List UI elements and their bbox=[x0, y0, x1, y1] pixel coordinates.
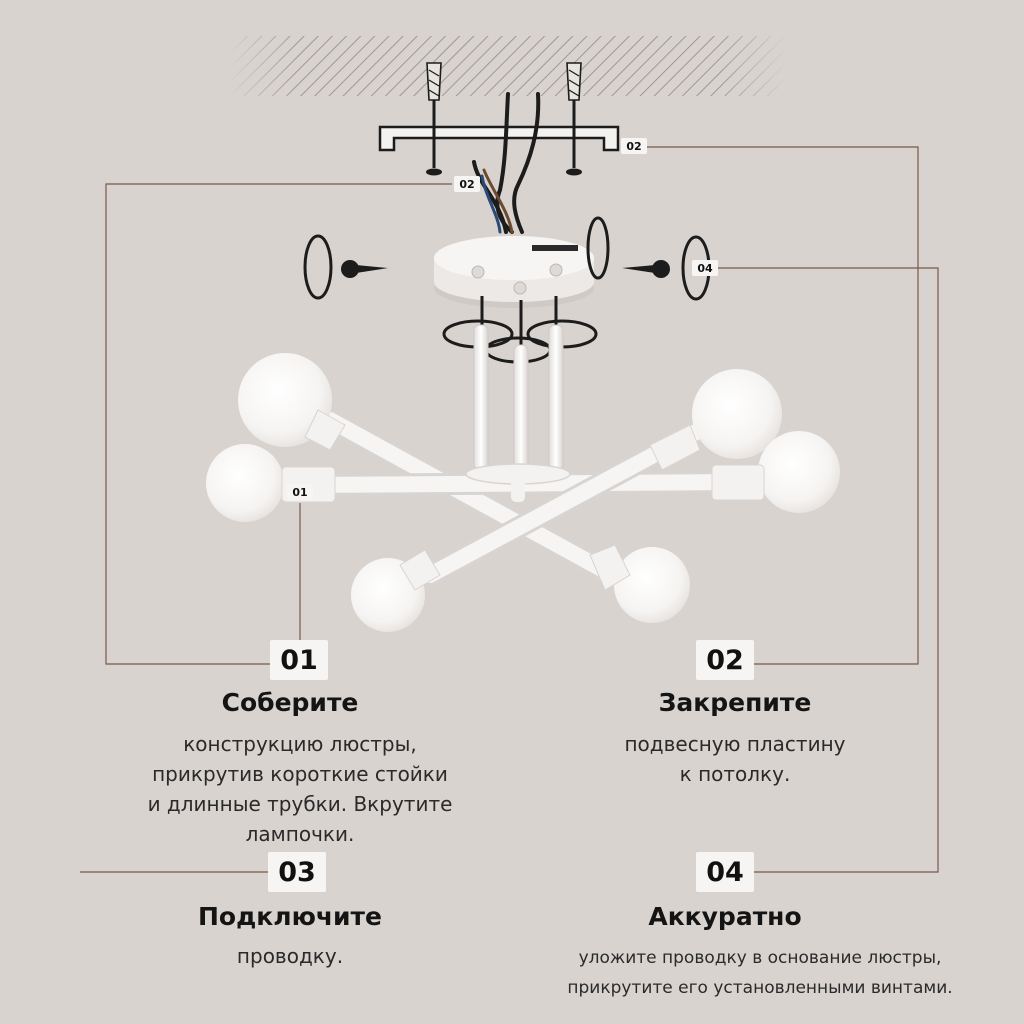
step-01-line-3: и длинные трубки. Вкрутите bbox=[147, 792, 453, 816]
bulbs bbox=[206, 353, 840, 632]
step-03-description: проводку. bbox=[140, 941, 440, 971]
leader-line-01-left bbox=[105, 183, 452, 665]
step-01-line-2: прикрутив короткие стойки bbox=[152, 762, 448, 786]
leader-line-04 bbox=[718, 267, 939, 873]
step-01-title: Соберите bbox=[221, 688, 359, 717]
step-01-description: конструкцию люстры, прикрутив короткие с… bbox=[80, 729, 520, 849]
side-screw-left bbox=[303, 234, 388, 300]
bulb-left bbox=[206, 444, 336, 522]
callout-badge-04-small: 04 bbox=[692, 260, 718, 276]
step-04-description: уложите проводку в основание люстры, при… bbox=[505, 943, 1015, 1003]
step-01-number: 01 bbox=[270, 640, 328, 680]
step-01-line-1: конструкцию люстры, bbox=[183, 732, 417, 756]
step-03-number: 03 bbox=[268, 852, 326, 892]
step-02-title: Закрепите bbox=[658, 688, 812, 717]
ceiling-canopy bbox=[434, 236, 594, 308]
leader-line-02 bbox=[647, 146, 919, 665]
step-04-number: 04 bbox=[696, 852, 754, 892]
power-wires bbox=[472, 92, 541, 234]
step-02-line-2: к потолку. bbox=[679, 762, 791, 786]
step-04-line-1: уложите проводку в основание люстры, bbox=[578, 948, 942, 968]
callout-badge-01-small: 01 bbox=[287, 484, 313, 500]
callout-badge-02-right: 02 bbox=[621, 138, 647, 154]
hanging-tubes bbox=[473, 324, 564, 471]
bulb-right bbox=[711, 431, 840, 513]
mounting-plate bbox=[378, 125, 620, 152]
step-04-line-2: прикрутите его установленными винтами. bbox=[567, 978, 953, 998]
ceiling-anchor-right bbox=[566, 62, 582, 176]
callout-badge-02-top: 02 bbox=[454, 176, 480, 192]
step-02-line-1: подвесную пластину bbox=[624, 732, 846, 756]
ceiling bbox=[228, 36, 788, 96]
side-screw-right bbox=[586, 216, 711, 301]
bulb-bottom-left bbox=[351, 549, 441, 632]
step-02-description: подвесную пластину к потолку. bbox=[535, 729, 935, 789]
step-03-line-1: проводку. bbox=[236, 944, 344, 968]
ceiling-anchor-left bbox=[426, 62, 442, 176]
step-04-title: Аккуратно bbox=[648, 902, 802, 931]
leader-lines bbox=[80, 146, 939, 873]
bulb-top-left bbox=[238, 353, 346, 451]
step-02-number: 02 bbox=[696, 640, 754, 680]
bulb-top-right bbox=[649, 369, 782, 471]
step-01-line-4: лампочки. bbox=[245, 822, 355, 846]
step-03-title: Подключите bbox=[198, 902, 382, 931]
bulb-bottom-right bbox=[589, 544, 690, 623]
